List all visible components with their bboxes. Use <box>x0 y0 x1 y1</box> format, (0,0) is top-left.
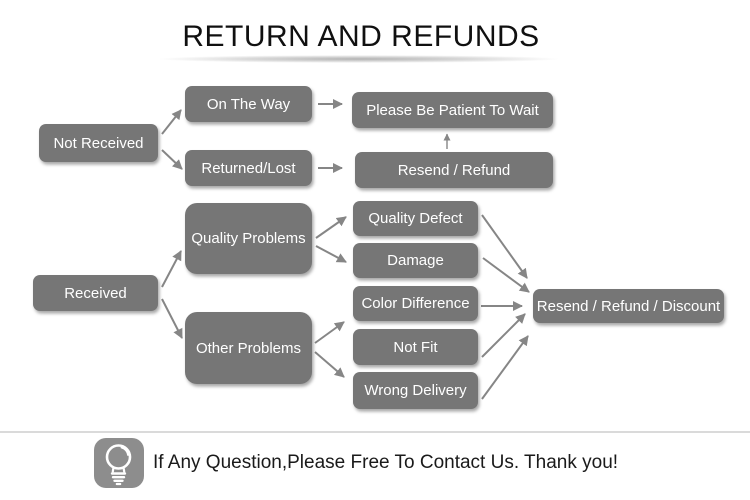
arrow-quality-defect-to-discount <box>481 214 528 279</box>
arrow-received-to-quality-problems <box>161 250 182 288</box>
node-received: Received <box>33 275 158 311</box>
page-title: RETURN AND REFUNDS <box>182 20 540 53</box>
arrow-damage-to-discount <box>482 257 530 293</box>
node-damage: Damage <box>353 243 478 278</box>
node-wrong-delivery: Wrong Delivery <box>353 372 478 409</box>
node-quality-defect: Quality Defect <box>353 201 478 236</box>
arrow-wrong-delivery-to-discount <box>481 335 529 400</box>
arrow-quality-problems-to-damage <box>315 245 347 263</box>
node-other-problems: Other Problems <box>185 312 312 384</box>
arrow-not-fit-to-discount <box>481 313 526 358</box>
footer-divider <box>0 431 750 433</box>
footer-message: If Any Question,Please Free To Contact U… <box>153 452 619 473</box>
arrow-other-problems-to-wrong-delivery <box>314 351 345 378</box>
node-not-received: Not Received <box>39 124 158 162</box>
lightbulb-icon <box>94 438 144 488</box>
arrow-quality-problems-to-quality-defect <box>315 216 347 239</box>
arrow-not-received-to-on-the-way <box>161 109 182 135</box>
node-on-the-way: On The Way <box>185 86 312 122</box>
node-not-fit: Not Fit <box>353 329 478 365</box>
node-please-be-patient-to-wait: Please Be Patient To Wait <box>352 92 553 128</box>
arrow-received-to-other-problems <box>161 298 183 339</box>
node-color-difference: Color Difference <box>353 286 478 321</box>
title-underline-decoration <box>158 55 560 63</box>
node-returned-lost: Returned/Lost <box>185 150 312 186</box>
arrow-not-received-to-returned-lost <box>161 149 183 170</box>
node-resend-refund: Resend / Refund <box>355 152 553 188</box>
node-resend-refund-discount: Resend / Refund / Discount <box>533 289 724 323</box>
arrow-other-problems-to-color-difference <box>314 321 345 344</box>
node-quality-problems: Quality Problems <box>185 203 312 274</box>
